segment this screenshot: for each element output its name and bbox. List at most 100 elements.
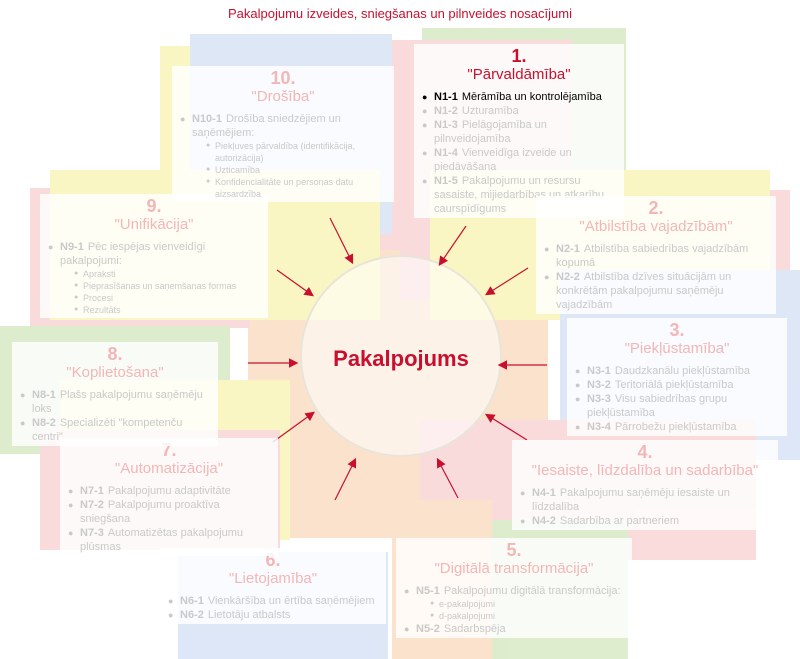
item-code: N7-1 bbox=[80, 485, 104, 497]
sub-list-item: Uzticamība bbox=[206, 164, 386, 176]
item-text: Uzturamība bbox=[461, 105, 519, 117]
item-text: Plašs pakalpojumu saņēmēju loks bbox=[32, 389, 203, 415]
item-text: Vienveidīga izveide un piedāvāšana bbox=[434, 147, 572, 173]
block-title: "Atbilstība vajadzībām" bbox=[579, 218, 733, 235]
item-text: Visu sabiedrības grupu piekļūstamība bbox=[587, 393, 728, 419]
arrow-from-9 bbox=[276, 269, 314, 297]
item-code: N5-2 bbox=[416, 623, 440, 635]
item-code: N7-2 bbox=[80, 499, 104, 511]
block-atbilstiba: 2. "Atbilstība vajadzībām" N2-1Atbilstīb… bbox=[536, 196, 776, 314]
block-number: 5. bbox=[506, 540, 522, 560]
arrow-from-4 bbox=[484, 413, 528, 441]
sub-list-item: Procesi bbox=[74, 292, 260, 304]
item-text: Pakalpojumu saņēmēju iesaiste un līdzdal… bbox=[532, 487, 730, 513]
arrow-from-2 bbox=[484, 267, 529, 296]
item-code: N1-1 bbox=[434, 91, 458, 103]
center-label: Pakalpojums bbox=[333, 346, 469, 371]
block-number: 8. bbox=[107, 344, 123, 364]
block-number: 2. bbox=[648, 198, 664, 218]
item-code: N1-3 bbox=[434, 119, 458, 131]
item-code: N8-2 bbox=[32, 417, 56, 429]
arrow-from-6 bbox=[334, 457, 357, 501]
item-code: N4-2 bbox=[532, 515, 556, 527]
block-title: "Unifikācija" bbox=[114, 216, 194, 233]
item-code: N1-4 bbox=[434, 147, 458, 159]
block-number: 10. bbox=[270, 68, 296, 88]
item-text: Pakalpojumu proaktīva sniegšana bbox=[80, 499, 220, 525]
arrow-from-5 bbox=[436, 457, 459, 499]
block-digitala-transformacija: 5. "Digitālā transformācija" N5-1Pakalpo… bbox=[396, 538, 632, 638]
item-code: N9-1 bbox=[60, 241, 84, 253]
arrow-from-10 bbox=[329, 217, 354, 265]
block-number: 9. bbox=[146, 196, 162, 216]
center-circle bbox=[300, 255, 502, 457]
item-text: Sadarbspēja bbox=[443, 623, 506, 635]
block-iesaiste: 4. "Iesaiste, līdzdalība un sadarbība" N… bbox=[512, 440, 778, 530]
item-text: Automatizētas pakalpojumu plūsmas bbox=[80, 527, 243, 553]
block-title: "Automatizācija" bbox=[114, 460, 224, 477]
item-code: N4-1 bbox=[532, 487, 556, 499]
sub-list-item: Apraksti bbox=[74, 268, 260, 280]
sub-list-item: e-pakalpojumi bbox=[430, 598, 624, 610]
item-code: N3-3 bbox=[587, 393, 611, 405]
block-title: "Piekļūstamība" bbox=[624, 340, 730, 357]
item-code: N3-1 bbox=[587, 365, 611, 377]
item-text: Atbilstība sabiedrības vajadzībām kopumā bbox=[556, 243, 749, 269]
arrow-from-7 bbox=[272, 411, 315, 443]
block-title: "Iesaiste, līdzdalība un sadarbība" bbox=[531, 462, 759, 479]
item-code: N2-2 bbox=[556, 271, 580, 283]
item-code: N1-2 bbox=[434, 105, 458, 117]
sub-list-item: Rezultāts bbox=[74, 304, 260, 316]
item-text: Pakalpojumu adaptivitāte bbox=[107, 485, 231, 497]
block-title: "Koplietošana" bbox=[66, 364, 164, 381]
sub-list-item: d-pakalpojumi bbox=[430, 610, 624, 622]
item-text: Drošība sniedzējiem un saņēmējiem: bbox=[192, 113, 341, 139]
subitem-list: Apraksti Pieprasīšanas un saņemšanas for… bbox=[74, 268, 260, 316]
block-number: 1. bbox=[511, 46, 527, 66]
item-code: N1-5 bbox=[434, 175, 458, 187]
item-text: Pakalpojumu digitālā transformācija: bbox=[443, 585, 621, 597]
item-code: N7-3 bbox=[80, 527, 104, 539]
block-title: "Lietojamība" bbox=[228, 570, 318, 587]
item-text: Atbilstība dzīves situācijām un konkrētā… bbox=[556, 271, 732, 311]
item-text: Pielāgojamība un pilnveidojamība bbox=[434, 119, 547, 145]
item-text: Pārrobežu piekļūstamība bbox=[614, 421, 737, 433]
item-text: Sadarbība ar partneriem bbox=[559, 515, 680, 527]
item-code: N8-1 bbox=[32, 389, 56, 401]
sub-list-item: Konfidencialitāte un personas datu aizsa… bbox=[206, 176, 386, 200]
block-number: 3. bbox=[669, 320, 685, 340]
arrow-from-1 bbox=[438, 225, 467, 266]
